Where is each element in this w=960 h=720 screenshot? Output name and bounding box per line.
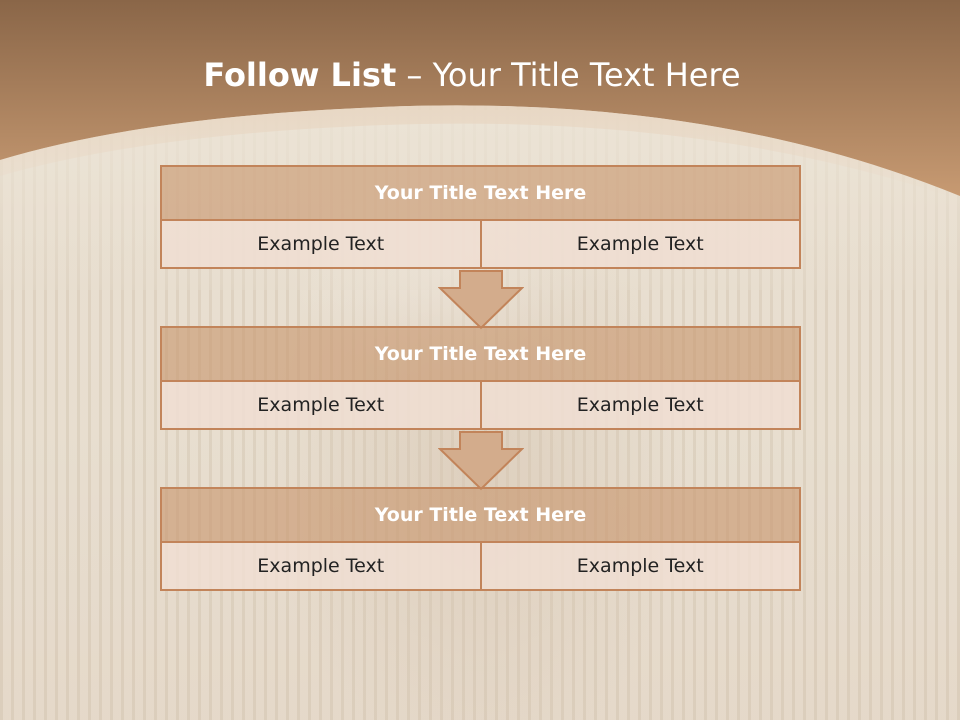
flow-block-row: Example Text Example Text xyxy=(160,219,801,269)
flow-block-1: Your Title Text Here Example Text Exampl… xyxy=(160,165,801,269)
flow-block-cell-right: Example Text xyxy=(479,219,801,269)
flow-block-row: Example Text Example Text xyxy=(160,380,801,430)
flow-block-title: Your Title Text Here xyxy=(160,165,801,221)
down-arrow-icon xyxy=(438,431,524,491)
flow-block-cell-right: Example Text xyxy=(479,541,801,591)
flow-block-title: Your Title Text Here xyxy=(160,326,801,382)
flow-block-title: Your Title Text Here xyxy=(160,487,801,543)
page-title-bold: Follow List xyxy=(203,56,397,94)
flow-block-cell-left: Example Text xyxy=(160,219,482,269)
down-arrow-icon xyxy=(438,270,524,330)
page-title: Follow List – Your Title Text Here xyxy=(0,56,944,94)
flow-block-row: Example Text Example Text xyxy=(160,541,801,591)
flow-block-3: Your Title Text Here Example Text Exampl… xyxy=(160,487,801,591)
flow-block-2: Your Title Text Here Example Text Exampl… xyxy=(160,326,801,430)
flow-block-cell-left: Example Text xyxy=(160,541,482,591)
flow-block-cell-left: Example Text xyxy=(160,380,482,430)
header-band: Follow List – Your Title Text Here xyxy=(0,0,960,200)
page-title-rest: – Your Title Text Here xyxy=(396,56,741,94)
flow-block-cell-right: Example Text xyxy=(479,380,801,430)
